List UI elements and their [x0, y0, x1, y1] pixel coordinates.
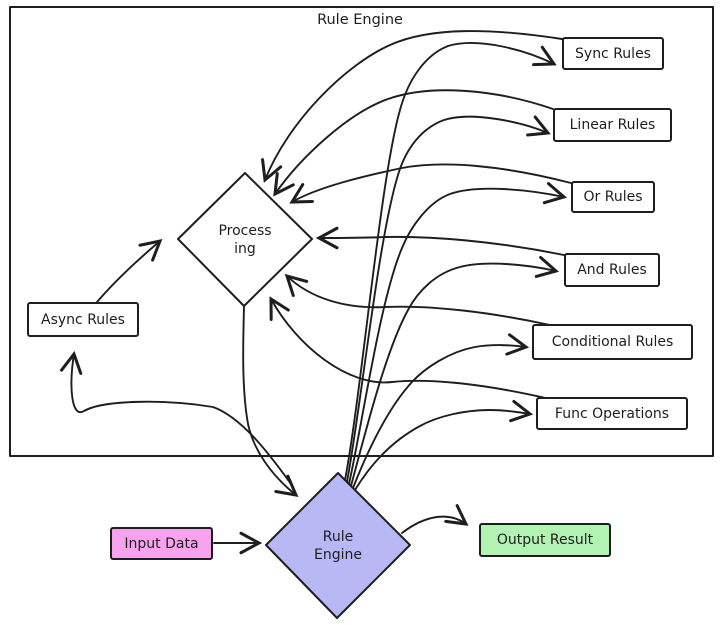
edge-rule-engine-to-conditional-rules — [352, 345, 526, 489]
edge-async-rules-to-processing — [96, 241, 160, 303]
node-conditional-rules: Conditional Rules — [532, 324, 693, 360]
node-func-operations: Func Operations — [536, 397, 688, 430]
edge-rule-engine-to-and-rules — [350, 264, 556, 487]
processing-label-line2: ing — [234, 241, 256, 257]
rule-engine-container — [9, 6, 714, 457]
rule-engine-diamond-label: Rule Engine — [288, 528, 388, 564]
rule-engine-label-line2: Engine — [314, 547, 362, 563]
node-async-rules: Async Rules — [27, 302, 139, 337]
container-title: Rule Engine — [317, 12, 403, 28]
node-or-rules: Or Rules — [571, 181, 655, 213]
node-output-result: Output Result — [479, 523, 611, 557]
edge-rule-engine-to-linear-rules — [346, 117, 548, 483]
edge-and-rules-to-processing — [319, 237, 565, 256]
edge-func-operations-to-processing — [271, 299, 551, 400]
edge-or-rules-to-processing — [292, 163, 572, 202]
rule-engine-diamond — [265, 472, 411, 619]
edge-rule-engine-to-or-rules — [348, 189, 564, 485]
processing-diamond-label: Process ing — [195, 222, 295, 258]
edge-processing-to-rule-engine — [242, 306, 296, 495]
edge-rule-engine-to-async-rules — [71, 354, 292, 485]
processing-diamond — [177, 172, 313, 307]
processing-label-line1: Process — [218, 223, 272, 239]
edge-rule-engine-to-output-result — [401, 517, 466, 534]
edge-sync-rules-to-processing — [265, 30, 563, 180]
edge-conditional-rules-to-processing — [287, 276, 551, 326]
node-linear-rules: Linear Rules — [553, 108, 672, 142]
edge-rule-engine-to-sync-rules — [344, 42, 554, 481]
node-and-rules: And Rules — [564, 253, 660, 287]
rule-engine-label-line1: Rule — [322, 529, 354, 545]
edge-linear-rules-to-processing — [275, 89, 554, 194]
node-input-data: Input Data — [110, 527, 213, 560]
node-sync-rules: Sync Rules — [562, 37, 664, 70]
edge-rule-engine-to-func-operations — [354, 410, 530, 491]
